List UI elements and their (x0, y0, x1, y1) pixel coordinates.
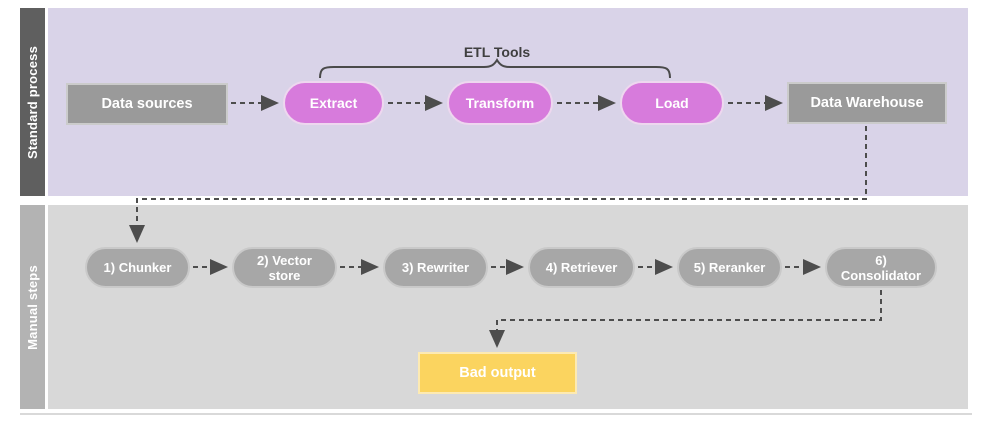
node-label: Bad output (459, 365, 536, 381)
node-transform: Transform (447, 81, 553, 125)
node-label: Data Warehouse (810, 95, 924, 111)
node-rewriter: 3) Rewriter (383, 247, 488, 288)
node-label: 5) Reranker (693, 260, 766, 275)
node-label: Data sources (101, 96, 193, 112)
node-data-warehouse: Data Warehouse (787, 82, 947, 124)
node-data-sources: Data sources (66, 83, 228, 125)
node-vector-store: 2) Vector store (232, 247, 337, 288)
etl-tools-label: ETL Tools (463, 44, 531, 60)
lane-label-manual-steps: Manual steps (25, 264, 41, 350)
node-label: 4) Retriever (545, 260, 618, 275)
node-reranker: 5) Reranker (677, 247, 782, 288)
lane-header-manual-steps: Manual steps (20, 205, 45, 409)
node-label: 1) Chunker (103, 260, 172, 275)
lane-label-standard-process: Standard process (25, 45, 41, 159)
node-label: 2) Vector store (257, 252, 312, 283)
node-label: Extract (309, 95, 358, 111)
lane-header-standard-process: Standard process (20, 8, 45, 196)
node-label: Transform (465, 95, 535, 111)
node-label: 3) Rewriter (401, 260, 470, 275)
bottom-divider-line (20, 413, 972, 415)
node-retriever: 4) Retriever (528, 247, 635, 288)
node-load: Load (620, 81, 724, 125)
node-label: Load (655, 95, 689, 111)
node-label: 6) Consolidator (840, 252, 922, 283)
node-bad-output: Bad output (418, 352, 577, 394)
node-consolidator: 6) Consolidator (825, 247, 937, 288)
node-chunker: 1) Chunker (85, 247, 190, 288)
node-extract: Extract (283, 81, 384, 125)
